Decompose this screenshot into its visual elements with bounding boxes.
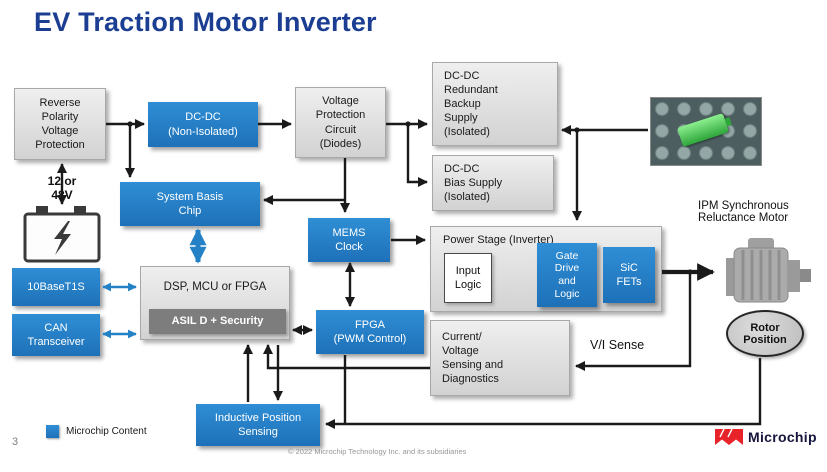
block-reverse-polarity: Reverse Polarity Voltage Protection (14, 88, 106, 160)
junction-dot (687, 269, 693, 275)
page-number: 3 (12, 436, 19, 448)
motor-icon (726, 238, 811, 303)
dsp-label: DSP, MCU or FPGA (163, 281, 267, 293)
microchip-logo-text: Microchip (748, 429, 817, 445)
block-sic-fets: SiC FETs (603, 247, 655, 303)
block-dcdc-non-isolated: DC-DC (Non-Isolated) (148, 102, 258, 147)
junction-dot (405, 121, 411, 127)
block-input-logic: Input Logic (444, 253, 492, 303)
junction-dot (127, 121, 133, 127)
block-fpga-pwm: FPGA (PWM Control) (316, 310, 424, 354)
legend-swatch (46, 425, 59, 438)
block-dsp-mcu-fpga: DSP, MCU or FPGA ASIL D + Security (140, 266, 290, 340)
slide-title: EV Traction Motor Inverter (34, 7, 377, 37)
microchip-logo: Microchip (714, 426, 817, 448)
motor-end-cap (788, 260, 800, 292)
microchip-flag-icon (715, 428, 743, 445)
vi-sense-label: V/I Sense (590, 338, 645, 352)
block-current-voltage-sensing: Current/ Voltage Sensing and Diagnostics (430, 320, 570, 396)
arrow-to-bias-supply (406, 124, 429, 188)
battery-terminal (36, 206, 48, 215)
motor-flange (726, 258, 736, 296)
block-inductive-position-sensing: Inductive Position Sensing (196, 404, 320, 446)
asil-security-band: ASIL D + Security (149, 309, 286, 334)
motor-name-label: IPM Synchronous Reluctance Motor (698, 200, 789, 224)
block-power-stage: Power Stage (Inverter) Input Logic Gate … (430, 226, 662, 312)
block-can-transceiver: CAN Transceiver (12, 314, 100, 356)
copyright-text: © 2022 Microchip Technology Inc. and its… (288, 447, 467, 456)
motor-shaft (800, 269, 811, 282)
block-system-basis-chip: System Basis Chip (120, 182, 260, 226)
block-dcdc-redundant-backup: DC-DC Redundant Backup Supply (Isolated) (432, 62, 558, 146)
lightning-bolt-icon (54, 221, 71, 255)
junction-dot (574, 127, 580, 133)
battery-terminal (74, 206, 86, 215)
green-battery-icon (677, 113, 729, 147)
rotor-position-ellipse: Rotor Position (726, 310, 804, 357)
motor-terminal-box (748, 238, 774, 250)
battery-icon (23, 206, 101, 263)
legend-label: Microchip Content (66, 426, 147, 437)
block-gate-drive-logic: Gate Drive and Logic (537, 243, 597, 307)
block-mems-clock: MEMS Clock (308, 218, 390, 262)
block-dcdc-bias-supply: DC-DC Bias Supply (Isolated) (432, 155, 554, 211)
block-10baset1s: 10BaseT1S (12, 268, 100, 306)
battery-voltage-label: 12 or 48V (47, 174, 77, 202)
battery-cells-image (650, 97, 762, 166)
motor-ribs (741, 250, 781, 300)
block-voltage-protection: Voltage Protection Circuit (Diodes) (295, 87, 386, 158)
